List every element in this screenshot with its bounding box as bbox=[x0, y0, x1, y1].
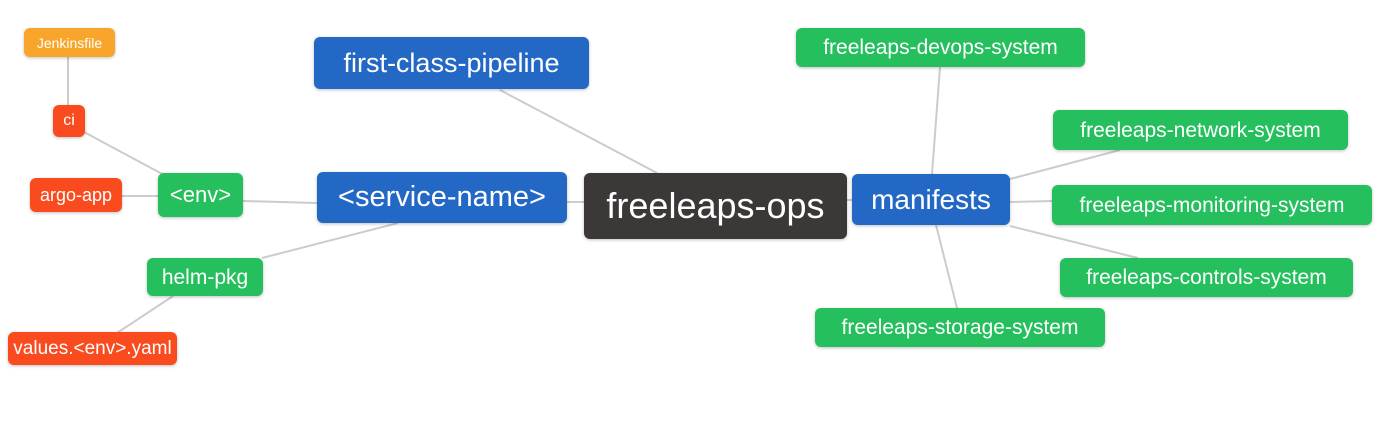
node-label: manifests bbox=[871, 183, 991, 215]
edge-env-to-service-name bbox=[242, 200, 318, 204]
node-label: argo-app bbox=[39, 185, 113, 205]
mindmap-node-service-name[interactable]: <service-name> bbox=[317, 172, 567, 223]
mindmap-node-manifests[interactable]: manifests bbox=[852, 174, 1010, 225]
mindmap-node-freeleaps-monitoring-system[interactable]: freeleaps-monitoring-system bbox=[1052, 185, 1372, 225]
node-label: freeleaps-ops bbox=[606, 185, 825, 226]
mindmap-node-values-env-yaml[interactable]: values.<env>.yaml bbox=[8, 332, 177, 365]
edge-manifests-to-freeleaps-network-system bbox=[1009, 149, 1121, 180]
node-label: freeleaps-storage-system bbox=[841, 316, 1079, 339]
node-label: <service-name> bbox=[338, 181, 546, 213]
mindmap-node-freeleaps-storage-system[interactable]: freeleaps-storage-system bbox=[815, 308, 1105, 347]
edge-manifests-to-freeleaps-storage-system bbox=[935, 224, 958, 309]
node-label: first-class-pipeline bbox=[343, 47, 560, 78]
mindmap-node-env[interactable]: <env> bbox=[158, 173, 243, 217]
mindmap-node-helm-pkg[interactable]: helm-pkg bbox=[147, 258, 263, 296]
node-label: freeleaps-monitoring-system bbox=[1079, 193, 1345, 217]
node-label: Jenkinsfile bbox=[36, 34, 103, 51]
edge-manifests-to-freeleaps-monitoring-system bbox=[1009, 200, 1054, 203]
mindmap-node-jenkinsfile[interactable]: Jenkinsfile bbox=[24, 28, 115, 57]
mindmap-node-freeleaps-controls-system[interactable]: freeleaps-controls-system bbox=[1060, 258, 1353, 297]
edge-ci-to-env bbox=[83, 131, 167, 177]
node-label: freeleaps-devops-system bbox=[823, 36, 1058, 59]
edge-helm-pkg-to-service-name bbox=[261, 222, 399, 259]
node-label: freeleaps-network-system bbox=[1080, 118, 1321, 142]
node-label: ci bbox=[63, 112, 75, 129]
mindmap-node-argo-app[interactable]: argo-app bbox=[30, 178, 122, 212]
mindmap-node-freeleaps-network-system[interactable]: freeleaps-network-system bbox=[1053, 110, 1348, 150]
mindmap-node-ci[interactable]: ci bbox=[53, 105, 85, 137]
node-label: helm-pkg bbox=[161, 265, 249, 289]
node-label: values.<env>.yaml bbox=[13, 338, 172, 359]
mindmap-node-first-class-pipeline[interactable]: first-class-pipeline bbox=[314, 37, 589, 89]
edge-first-class-pipeline-to-freeleaps-ops bbox=[499, 89, 658, 174]
edge-manifests-to-freeleaps-controls-system bbox=[1009, 225, 1139, 259]
edge-manifests-to-freeleaps-devops-system bbox=[931, 66, 941, 175]
edge-helm-pkg-to-values-env-yaml bbox=[116, 295, 174, 334]
node-label: freeleaps-controls-system bbox=[1086, 266, 1327, 289]
node-label: <env> bbox=[169, 182, 232, 207]
mindmap-node-freeleaps-devops-system[interactable]: freeleaps-devops-system bbox=[796, 28, 1085, 67]
mindmap-node-freeleaps-ops[interactable]: freeleaps-ops bbox=[584, 173, 847, 239]
